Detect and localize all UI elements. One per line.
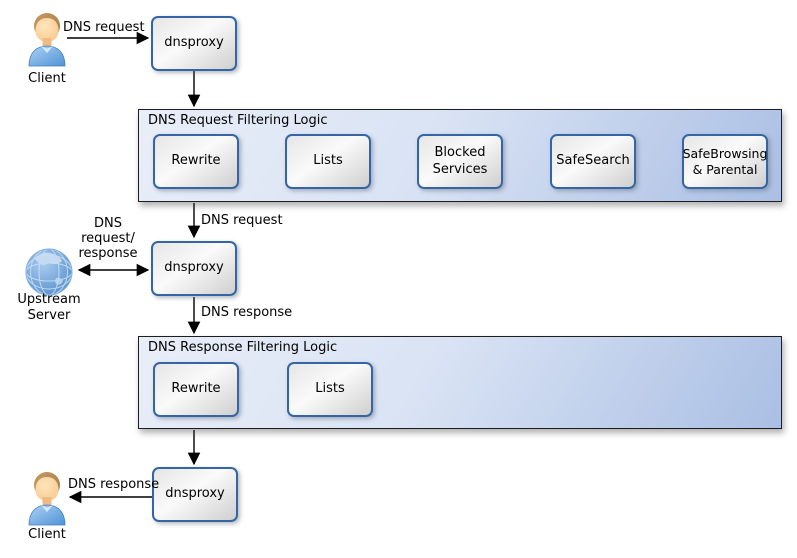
upstream-server-label: Upstream Server — [17, 292, 81, 323]
node-label: dnsproxy — [164, 260, 224, 276]
step-label: Lists — [315, 381, 345, 397]
group-title: DNS Request Filtering Logic — [148, 113, 328, 128]
globe-icon — [25, 248, 73, 296]
group-response-filtering: DNS Response Filtering Logic — [138, 336, 782, 429]
edge-label-dnsproxy-to-response-filtering: DNS response — [201, 305, 293, 320]
client-label: Client — [28, 71, 66, 86]
step-rewrite-response: Rewrite — [153, 362, 239, 417]
group-title: DNS Response Filtering Logic — [148, 340, 338, 355]
step-label: Blocked Services — [432, 145, 488, 177]
step-label: Rewrite — [171, 381, 221, 397]
step-label: Lists — [313, 153, 343, 169]
client-icon — [28, 472, 66, 526]
node-dnsproxy-top: dnsproxy — [151, 16, 237, 71]
step-lists-response: Lists — [287, 362, 373, 417]
node-label: dnsproxy — [164, 35, 224, 51]
node-label: dnsproxy — [165, 486, 225, 502]
step-label: SafeSearch — [556, 153, 630, 169]
step-lists: Lists — [285, 134, 371, 189]
node-dnsproxy-middle: dnsproxy — [151, 241, 237, 296]
step-rewrite: Rewrite — [153, 134, 239, 189]
client-icon — [28, 13, 66, 67]
edge-label-filtering-to-dnsproxy: DNS request — [201, 213, 283, 228]
step-blocked-services: Blocked Services — [417, 134, 503, 189]
client-label: Client — [28, 527, 66, 542]
node-dnsproxy-bottom: dnsproxy — [152, 467, 238, 522]
step-safebrowsing-parental: SafeBrowsing & Parental — [682, 134, 768, 189]
edge-label-upstream-exchange: DNS request/ response — [78, 216, 138, 261]
edge-label-dnsproxy-to-client: DNS response — [68, 477, 160, 492]
edge-label-client-to-dnsproxy: DNS request — [63, 20, 145, 35]
step-label: Rewrite — [171, 153, 221, 169]
step-label: SafeBrowsing & Parental — [682, 145, 768, 177]
step-safesearch: SafeSearch — [550, 134, 636, 189]
